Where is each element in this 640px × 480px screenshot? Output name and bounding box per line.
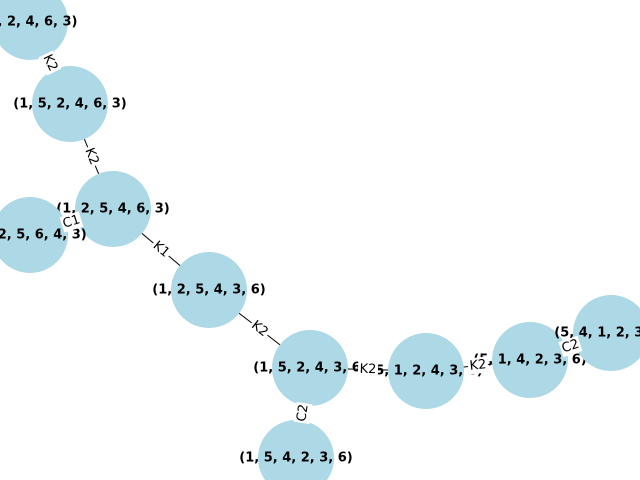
- node-label: (1, 2, 5, 6, 4, 3): [0, 228, 87, 243]
- edge-label-background: [246, 316, 273, 342]
- edge-label-group: K2: [38, 50, 62, 76]
- edge-label-group: K1: [148, 236, 174, 263]
- edge-label-background: [59, 211, 84, 233]
- node-label: (5, 1, 4, 2, 3, 6): [473, 353, 586, 368]
- edge-label: K1: [150, 238, 173, 260]
- node-circle: [32, 66, 108, 142]
- edge-label-background: [38, 50, 62, 76]
- graph-node: (1, 5, 4, 2, 3, 6): [239, 420, 353, 480]
- node-label: (5, 4, 1, 2, 3, 6): [554, 326, 640, 341]
- node-circle: [272, 330, 348, 406]
- node-label: (1, 5, 4, 2, 3, 6): [239, 451, 352, 466]
- edge-label-group: C2: [558, 335, 583, 358]
- edge-label: K2: [469, 357, 487, 374]
- node-circle: [573, 295, 640, 371]
- edge-label: C1: [61, 212, 82, 232]
- edge-label-background: [357, 361, 379, 378]
- edge-label-group: C2: [293, 401, 313, 425]
- edge-label-group: C1: [59, 211, 84, 233]
- node-label: (1, 2, 5, 4, 6, 3): [56, 202, 169, 217]
- edge-label: K2: [359, 362, 376, 377]
- node-circle: [492, 322, 568, 398]
- edge-label-background: [293, 401, 313, 425]
- edge-label-background: [558, 335, 583, 358]
- graph-node: (5, 1, 4, 2, 3, 6): [473, 322, 587, 398]
- edge-label: C2: [294, 403, 311, 422]
- graph-node: (5, 1, 2, 4, 3, 6): [369, 333, 483, 409]
- edge-label: K2: [81, 146, 101, 167]
- edge-label: C2: [560, 337, 581, 357]
- graph-node: (1, 5, 2, 4, 6, 3): [13, 66, 127, 142]
- edge-label-background: [467, 356, 489, 375]
- graph-node: (1, 2, 5, 4, 3, 6): [152, 252, 266, 328]
- edge-label-background: [148, 236, 174, 263]
- node-circle: [388, 333, 464, 409]
- node-circle: [0, 197, 68, 273]
- node-label: (5, 1, 2, 4, 3, 6): [369, 364, 482, 379]
- node-circle: [0, 0, 68, 60]
- node-label: (1, 5, 2, 4, 3, 6): [253, 361, 366, 376]
- node-circle: [171, 252, 247, 328]
- edge-label-group: K2: [80, 144, 103, 169]
- graph-node: (1, 2, 5, 4, 6, 3): [56, 171, 170, 247]
- node-circle: [258, 420, 334, 480]
- node-circle: [75, 171, 151, 247]
- graph-node: (1, 5, 2, 4, 3, 6): [253, 330, 367, 406]
- edge-label-background: [80, 144, 103, 169]
- node-label: (1, 5, 2, 4, 6, 3): [13, 97, 126, 112]
- edge-label: K2: [40, 52, 61, 74]
- node-label: (1, 2, 4, 6, 3): [0, 15, 77, 30]
- node-label: (1, 2, 5, 4, 3, 6): [152, 283, 265, 298]
- graph-node: (1, 2, 4, 6, 3): [0, 0, 77, 60]
- edge-label-group: K2: [357, 361, 379, 378]
- edge-label-group: K2: [467, 356, 489, 375]
- edge-label-group: K2: [246, 316, 273, 342]
- edge-label: K2: [248, 318, 270, 340]
